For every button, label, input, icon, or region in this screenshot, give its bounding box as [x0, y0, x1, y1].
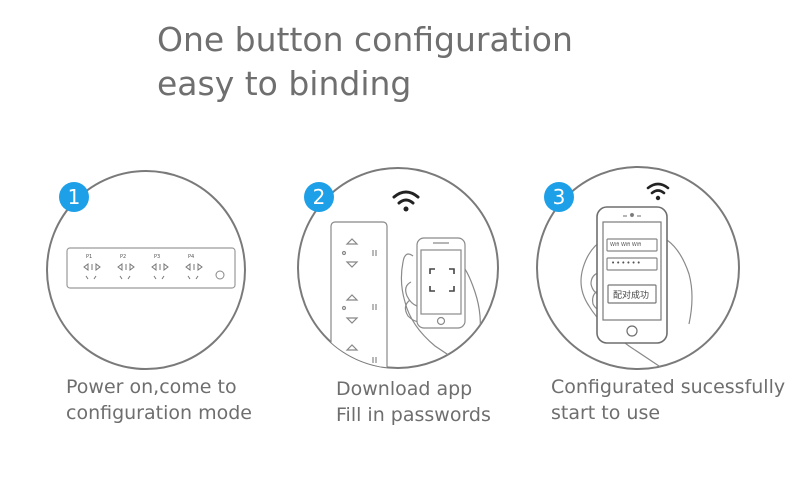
phone-pair-success-button: 配对成功: [613, 291, 650, 301]
step-3-illustration: [536, 166, 740, 370]
hand-holding-phone-icon: [400, 237, 481, 367]
title-line-1: One button configuration: [157, 20, 573, 59]
step-2: 2 Download app Fill in passwords: [263, 0, 527, 500]
step-1-caption-line-2: configuration mode: [66, 402, 252, 424]
socket-label-1: P1: [86, 254, 93, 260]
socket-label-4: P4: [188, 254, 195, 260]
phone-ssid-field: Wifi Wifi Wifi: [610, 242, 642, 248]
step-2-caption-line-1: Download app: [336, 378, 473, 400]
step-1: P1 P2 P3 P4 1 Power on,come to configura…: [0, 0, 263, 500]
step-3-caption-line-1: Configurated sucessfully: [551, 376, 786, 398]
step-1-caption-line-1: Power on,come to: [66, 376, 237, 398]
step-2-caption: Download app Fill in passwords: [336, 376, 491, 428]
wifi-icon: [646, 182, 670, 201]
step-1-caption: Power on,come to configuration mode: [66, 374, 252, 426]
wifi-icon: [392, 190, 420, 212]
step-1-badge: 1: [59, 182, 89, 212]
step-3-badge: 3: [544, 182, 574, 212]
step-3-caption-line-2: start to use: [551, 402, 661, 424]
scan-frame-icon: [429, 268, 455, 292]
sockets-icon: [83, 263, 203, 280]
power-strip-icon: [66, 247, 236, 289]
step-3: Wifi Wifi Wifi •••••• 配对成功 3 Configurate…: [527, 0, 790, 500]
step-3-caption: Configurated sucessfully start to use: [551, 374, 785, 426]
phone-icon: [596, 206, 668, 344]
step-2-caption-line-2: Fill in passwords: [336, 404, 491, 426]
vertical-power-strip-icon: [330, 221, 388, 368]
title-line-2: easy to binding: [157, 64, 412, 103]
phone-password-field: ••••••: [611, 259, 642, 267]
step-2-badge: 2: [304, 182, 334, 212]
step-1-illustration: [46, 170, 246, 370]
step-2-illustration: [297, 167, 499, 369]
page-title: One button configuration easy to binding: [157, 18, 573, 106]
socket-label-2: P2: [120, 254, 127, 260]
socket-label-3: P3: [154, 254, 161, 260]
